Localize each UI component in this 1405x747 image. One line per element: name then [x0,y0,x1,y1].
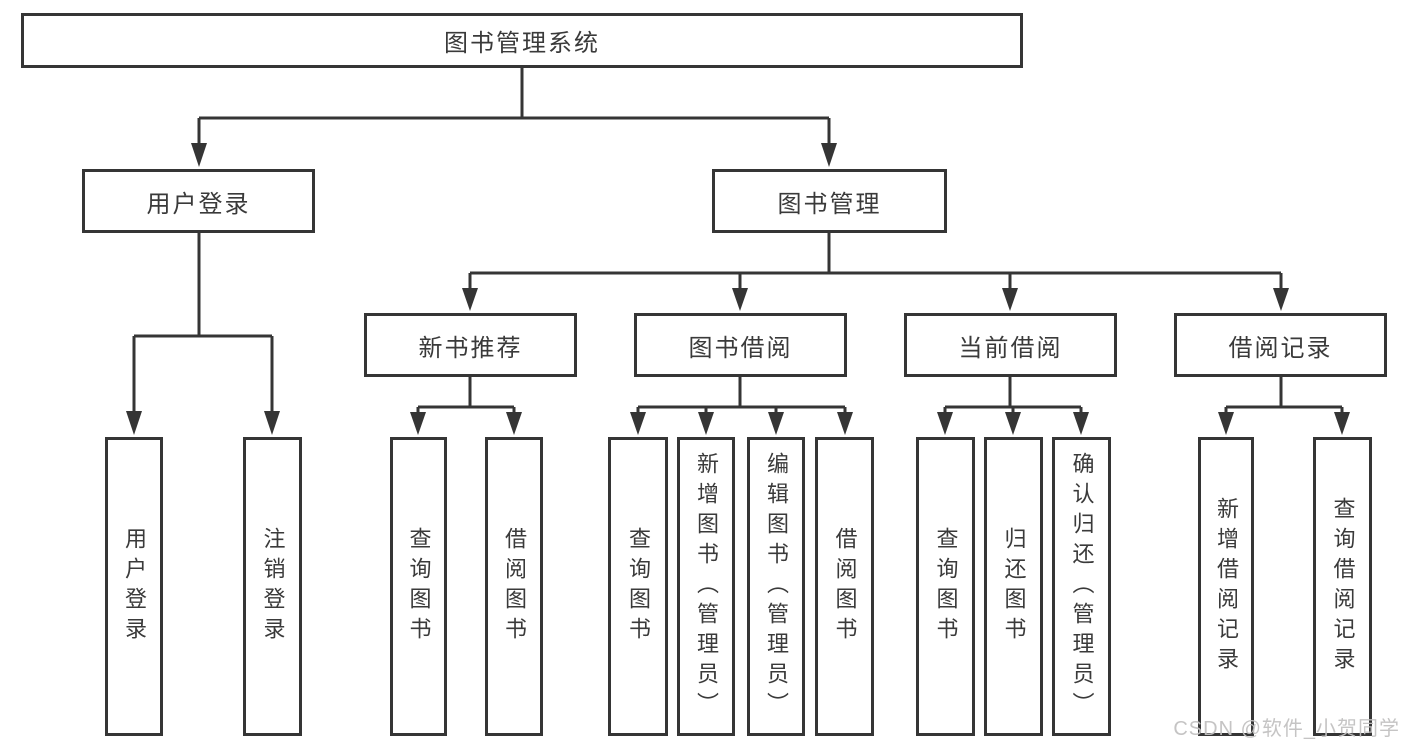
arrowhead [506,412,522,435]
leaf-borrow-edit-book-admin-label: 编辑图书（管理员） [764,451,789,722]
arrowhead [264,411,280,435]
node-root: 图书管理系统 [21,13,1023,68]
leaf-user-login: 用户登录 [105,437,163,736]
connector-new-book [410,377,522,435]
leaf-record-query-record-label: 查询借阅记录 [1330,496,1356,677]
leaf-borrow-add-book-admin: 新增图书（管理员） [677,437,735,736]
node-current-borrow-label: 当前借阅 [958,334,1063,362]
node-borrow-record-label: 借阅记录 [1228,334,1333,362]
arrowhead [410,412,426,435]
arrowhead [768,412,784,435]
node-new-book-recommend: 新书推荐 [364,313,577,377]
arrowhead [1073,412,1089,435]
arrowhead [837,412,853,435]
connector-current-borrow [937,377,1089,435]
leaf-borrow-borrow-book: 借阅图书 [815,437,874,736]
node-current-borrow: 当前借阅 [904,313,1117,377]
leaf-record-query-record: 查询借阅记录 [1313,437,1372,736]
arrowhead [630,412,646,435]
node-user-login: 用户登录 [82,169,315,233]
leaf-newbook-query-book: 查询图书 [390,437,447,736]
arrowhead [698,412,714,435]
node-book-management-label: 图书管理 [777,190,882,218]
arrowhead [937,412,953,435]
arrowhead [1002,288,1018,311]
leaf-newbook-query-book-label: 查询图书 [406,526,432,647]
leaf-borrow-query-book-label: 查询图书 [626,526,651,647]
arrowhead [821,143,837,167]
leaf-current-query-book: 查询图书 [916,437,975,736]
node-new-book-recommend-label: 新书推荐 [418,334,523,362]
leaf-current-query-book-label: 查询图书 [933,526,959,647]
leaf-newbook-borrow-book: 借阅图书 [485,437,543,736]
connector-book-management [462,233,1289,311]
arrowhead [732,288,748,311]
node-book-management: 图书管理 [712,169,947,233]
connector-root [191,68,837,167]
node-borrow-record: 借阅记录 [1174,313,1387,377]
arrowhead [191,143,207,167]
connector-borrow-record [1218,377,1350,435]
connector-book-borrow [630,377,853,435]
leaf-borrow-edit-book-admin: 编辑图书（管理员） [747,437,805,736]
leaf-logout-login-label: 注销登录 [260,526,286,647]
leaf-record-add-record-label: 新增借阅记录 [1214,496,1239,677]
node-book-borrow: 图书借阅 [634,313,847,377]
leaf-current-return-book-label: 归还图书 [1001,526,1027,647]
arrowhead [1273,288,1289,311]
arrowhead [1218,412,1234,435]
leaf-current-return-book: 归还图书 [984,437,1043,736]
leaf-borrow-borrow-book-label: 借阅图书 [832,526,858,647]
arrowhead [126,411,142,435]
leaf-newbook-borrow-book-label: 借阅图书 [502,526,527,647]
leaf-borrow-add-book-admin-label: 新增图书（管理员） [694,451,719,722]
leaf-current-confirm-return-admin-label: 确认归还（管理员） [1069,451,1095,722]
node-root-label: 图书管理系统 [444,30,600,57]
node-book-borrow-label: 图书借阅 [688,334,793,362]
node-user-login-label: 用户登录 [146,190,251,218]
leaf-user-login-label: 用户登录 [122,526,147,647]
connector-user-login [126,233,280,435]
leaf-record-add-record: 新增借阅记录 [1198,437,1254,736]
leaf-current-confirm-return-admin: 确认归还（管理员） [1052,437,1111,736]
arrowhead [1005,412,1021,435]
arrowhead [1334,412,1350,435]
watermark: CSDN @软件_小贺同学 [1173,718,1400,740]
leaf-borrow-query-book: 查询图书 [608,437,668,736]
arrowhead [462,288,478,311]
leaf-logout-login: 注销登录 [243,437,302,736]
